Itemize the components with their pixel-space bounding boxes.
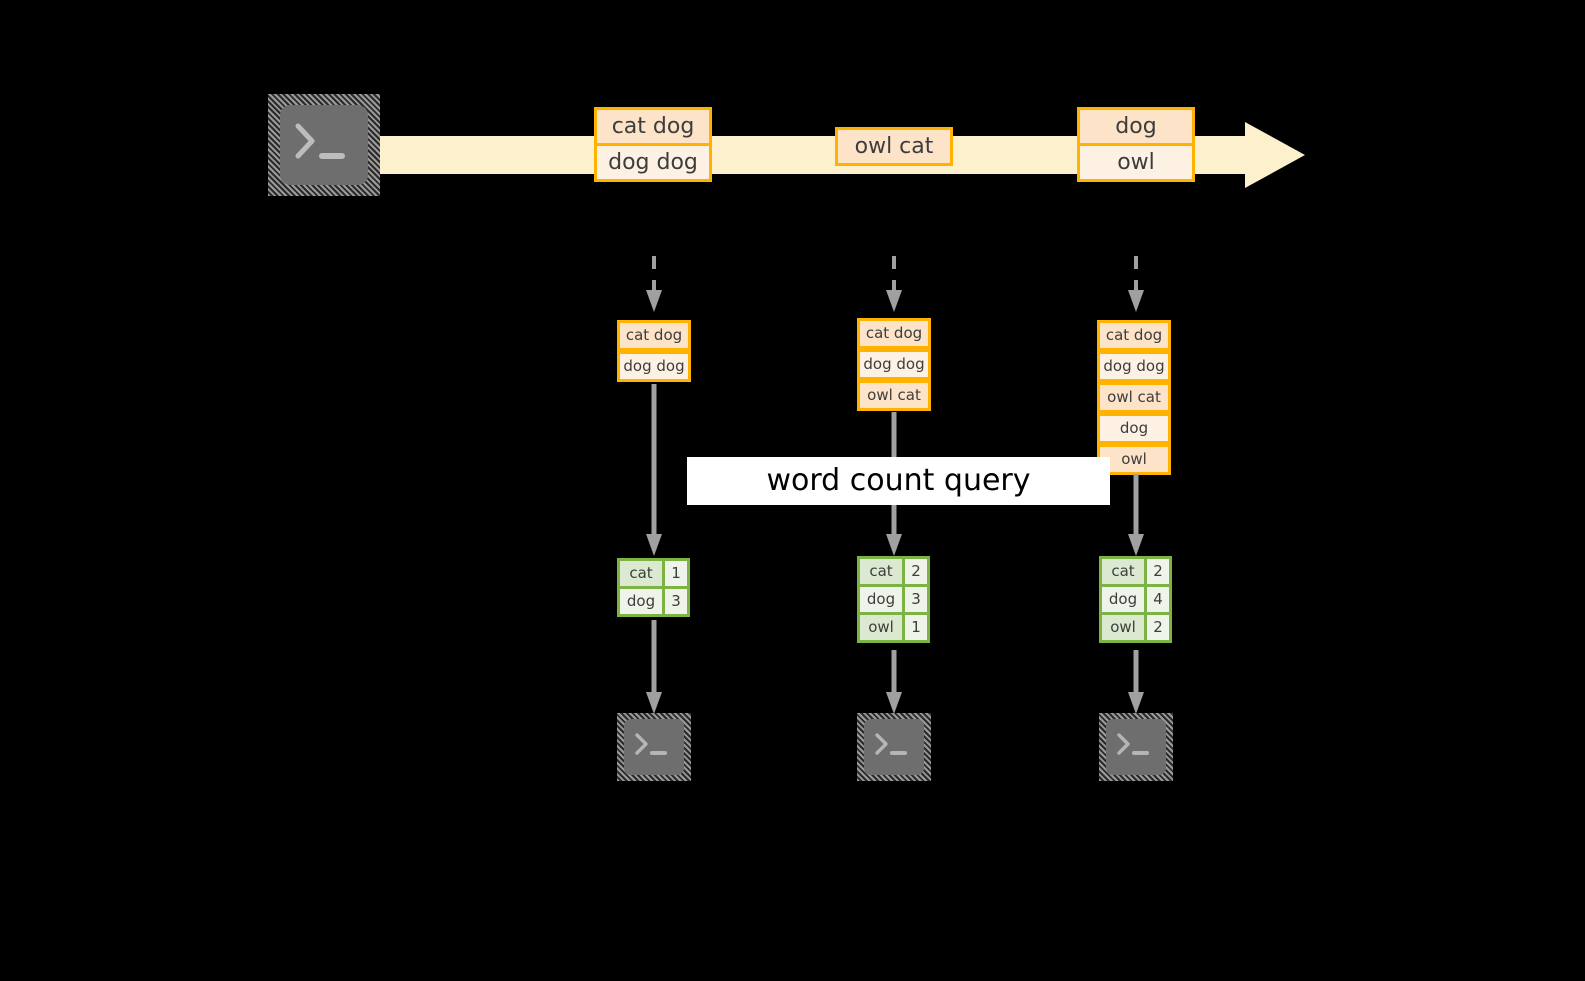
snapshot-input-row: dog dog: [857, 349, 931, 380]
stream-batch-3[interactable]: dog owl: [1077, 107, 1195, 182]
terminal-prompt-glyph: [1117, 733, 1149, 755]
result-count: 3: [902, 584, 930, 615]
snapshot-1-sink-arrow: [646, 620, 662, 718]
snapshot-input-row: dog: [1097, 413, 1171, 444]
stream-cell: dog: [1077, 107, 1195, 146]
stream-to-snapshot-3-arrow: [1127, 256, 1145, 318]
result-count: 2: [902, 556, 930, 587]
terminal-prompt-glyph: [295, 123, 345, 159]
result-word: owl: [857, 612, 905, 643]
stream-cell: dog dog: [594, 143, 712, 182]
snapshot-1-result-table[interactable]: cat 1 dog 3: [617, 558, 690, 617]
stream-cell: owl: [1077, 143, 1195, 182]
stream-cell: owl cat: [835, 127, 953, 166]
stream-batch-2[interactable]: owl cat: [835, 127, 953, 166]
terminal-prompt-glyph: [635, 733, 667, 755]
result-word: cat: [857, 556, 905, 587]
result-word: cat: [617, 558, 665, 589]
snapshot-2-input-table[interactable]: cat dog dog dog owl cat: [857, 318, 931, 411]
result-word: owl: [1099, 612, 1147, 643]
terminal-prompt-glyph: [875, 733, 907, 755]
snapshot-input-row: cat dog: [617, 320, 691, 351]
table-row: cat 2: [857, 556, 930, 587]
table-row: dog 3: [617, 586, 690, 617]
terminal-face: [1106, 719, 1166, 775]
source-terminal-icon: [268, 94, 380, 196]
terminal-face: [864, 719, 924, 775]
snapshot-2-result-table[interactable]: cat 2 dog 3 owl 1: [857, 556, 930, 643]
snapshot-3-query-arrow: [1128, 474, 1144, 560]
table-row: owl 1: [857, 612, 930, 643]
snapshot-input-row: cat dog: [857, 318, 931, 349]
snapshot-2-sink-arrow: [886, 650, 902, 718]
snapshot-input-row: cat dog: [1097, 320, 1171, 351]
table-row: dog 4: [1099, 584, 1172, 615]
result-count: 1: [662, 558, 690, 589]
snapshot-2-sink-terminal-icon: [857, 713, 931, 781]
snapshot-input-row: dog dog: [617, 351, 691, 382]
snapshot-1-query-arrow: [646, 384, 662, 560]
snapshot-1-input-table[interactable]: cat dog dog dog: [617, 320, 691, 382]
snapshot-3-sink-arrow: [1128, 650, 1144, 718]
table-row: cat 1: [617, 558, 690, 589]
table-row: cat 2: [1099, 556, 1172, 587]
table-row: owl 2: [1099, 612, 1172, 643]
snapshot-3-input-table[interactable]: cat dog dog dog owl cat dog owl: [1097, 320, 1171, 475]
terminal-face: [280, 105, 368, 185]
query-label: word count query: [687, 457, 1110, 505]
result-word: dog: [1099, 584, 1147, 615]
stream-cell: cat dog: [594, 107, 712, 146]
result-count: 4: [1144, 584, 1172, 615]
result-count: 1: [902, 612, 930, 643]
snapshot-3-result-table[interactable]: cat 2 dog 4 owl 2: [1099, 556, 1172, 643]
terminal-face: [624, 719, 684, 775]
result-count: 2: [1144, 556, 1172, 587]
snapshot-3-sink-terminal-icon: [1099, 713, 1173, 781]
result-word: cat: [1099, 556, 1147, 587]
stream-to-snapshot-2-arrow: [885, 256, 903, 318]
table-row: dog 3: [857, 584, 930, 615]
result-word: dog: [857, 584, 905, 615]
result-count: 2: [1144, 612, 1172, 643]
snapshot-input-row: dog dog: [1097, 351, 1171, 382]
result-word: dog: [617, 586, 665, 617]
stream-to-snapshot-1-arrow: [645, 256, 663, 318]
snapshot-input-row: owl cat: [1097, 382, 1171, 413]
snapshot-1-sink-terminal-icon: [617, 713, 691, 781]
stream-batch-1[interactable]: cat dog dog dog: [594, 107, 712, 182]
snapshot-input-row: owl cat: [857, 380, 931, 411]
result-count: 3: [662, 586, 690, 617]
